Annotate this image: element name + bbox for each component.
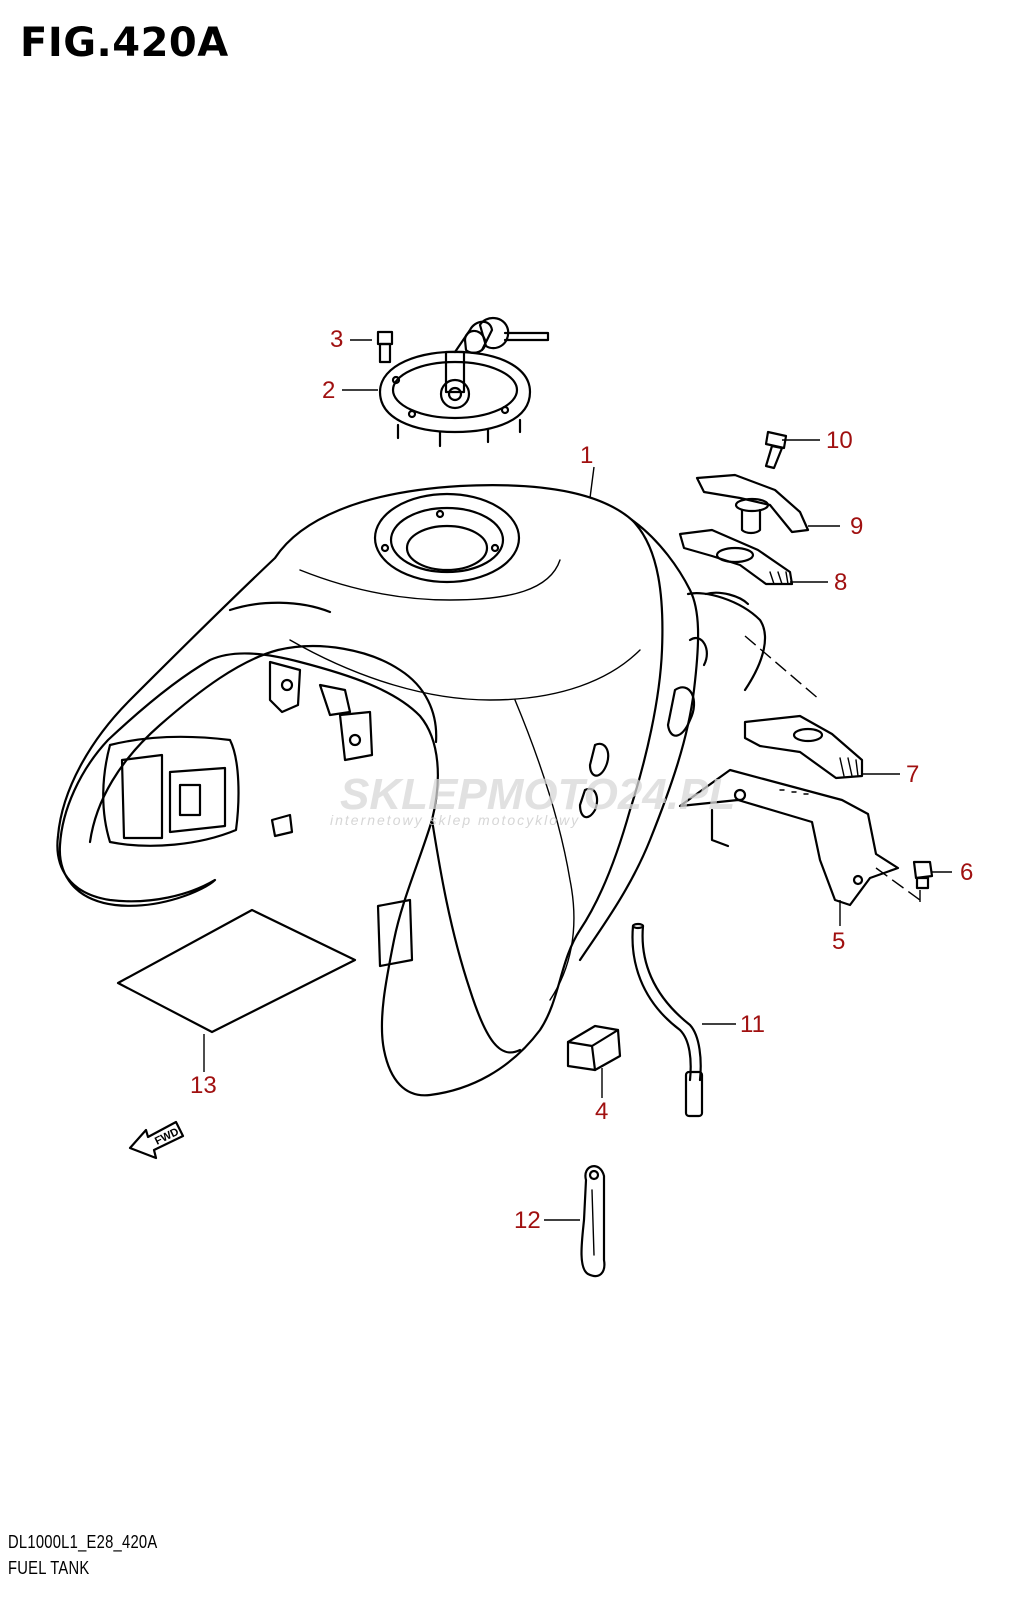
rubber-pad-part-4[interactable] xyxy=(566,1024,622,1072)
callout-12[interactable]: 12 xyxy=(514,1207,541,1234)
callout-11[interactable]: 11 xyxy=(740,1011,765,1038)
bolt-part-3[interactable] xyxy=(376,330,394,364)
callout-7[interactable]: 7 xyxy=(906,761,920,788)
callout-13[interactable]: 13 xyxy=(190,1072,217,1099)
callout-9[interactable]: 9 xyxy=(850,513,864,540)
strap-part-12[interactable] xyxy=(580,1165,606,1278)
bracket-plate-part-9[interactable] xyxy=(695,473,810,535)
cushion-part-7[interactable] xyxy=(743,714,864,780)
leader-lines xyxy=(203,339,952,1221)
watermark-tagline: internetowy sklep motocyklowy xyxy=(330,812,581,828)
section-name: FUEL TANK xyxy=(8,1558,90,1578)
callout-5[interactable]: 5 xyxy=(832,928,846,955)
bolt-part-10[interactable] xyxy=(764,430,788,470)
fuel-tank-part-1[interactable] xyxy=(56,484,767,1097)
rubber-damper-part-8[interactable] xyxy=(678,528,794,586)
forward-arrow-icon: FWD xyxy=(128,1120,185,1160)
figure-title: FIG.420A xyxy=(20,20,229,66)
watermark-brand: SKLEPMOTO24.PL xyxy=(340,770,736,819)
callout-4[interactable]: 4 xyxy=(595,1098,609,1125)
rear-bracket-part-5[interactable] xyxy=(678,768,900,907)
callout-8[interactable]: 8 xyxy=(834,569,848,596)
fuel-cap-part-2[interactable] xyxy=(378,317,550,448)
figure-code: DL1000L1_E28_420A xyxy=(8,1532,158,1552)
callout-10[interactable]: 10 xyxy=(826,427,853,454)
callout-6[interactable]: 6 xyxy=(960,859,974,886)
callout-3[interactable]: 3 xyxy=(330,326,344,353)
callout-2[interactable]: 2 xyxy=(322,377,336,404)
callout-1[interactable]: 1 xyxy=(580,442,594,469)
label-sheet-part-13[interactable] xyxy=(116,908,357,1034)
hose-part-11[interactable] xyxy=(631,922,704,1118)
bolt-part-6[interactable] xyxy=(912,860,934,890)
